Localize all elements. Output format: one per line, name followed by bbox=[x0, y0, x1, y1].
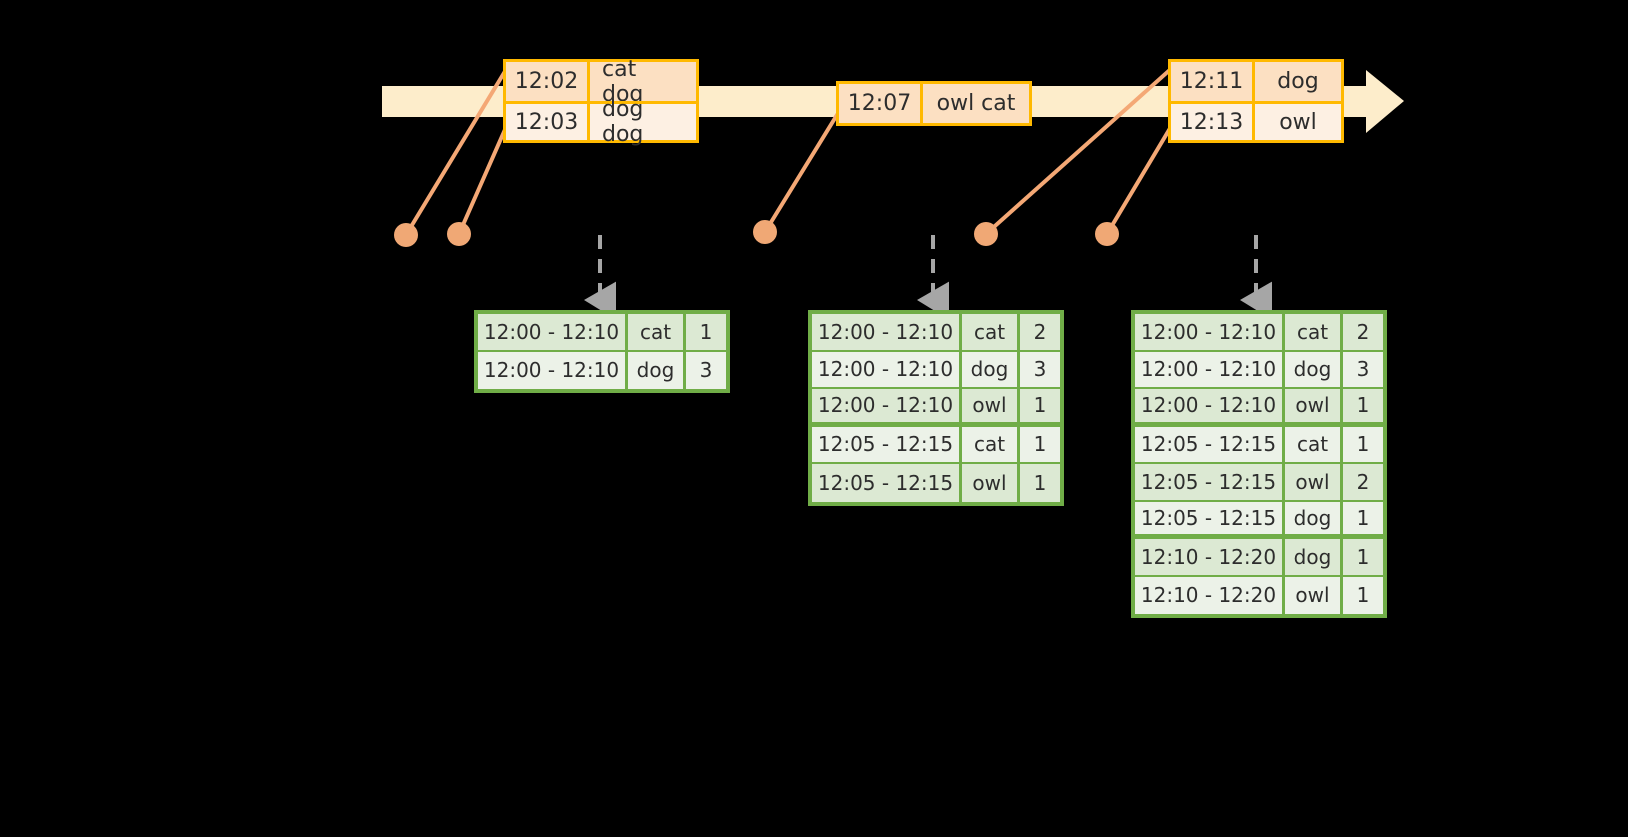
event-marker-5 bbox=[1095, 222, 1119, 246]
cell-key: owl bbox=[1285, 464, 1343, 502]
event-marker-4 bbox=[974, 222, 998, 246]
event-words: owl bbox=[1255, 104, 1341, 140]
cell-window: 12:05 - 12:15 bbox=[812, 426, 962, 464]
event-time: 12:03 bbox=[506, 104, 590, 140]
cell-count: 2 bbox=[1343, 314, 1383, 352]
cell-key: owl bbox=[962, 464, 1020, 502]
connector-2 bbox=[457, 123, 509, 236]
cell-window: 12:00 - 12:10 bbox=[478, 351, 628, 389]
event-words: owl cat bbox=[923, 84, 1029, 123]
event-time: 12:13 bbox=[1171, 104, 1255, 140]
cell-count: 2 bbox=[1020, 314, 1060, 352]
dashed-arrows bbox=[584, 235, 1272, 320]
cell-count: 3 bbox=[686, 351, 726, 389]
event-time: 12:02 bbox=[506, 62, 590, 101]
cell-key: cat bbox=[962, 314, 1020, 352]
event-words: dog dog bbox=[590, 97, 696, 147]
event-row: 12:03 dog dog bbox=[506, 97, 696, 147]
cell-count: 3 bbox=[1343, 351, 1383, 389]
cell-window: 12:10 - 12:20 bbox=[1135, 539, 1285, 577]
cell-key: dog bbox=[962, 351, 1020, 389]
cell-count: 1 bbox=[1343, 576, 1383, 614]
cell-count: 1 bbox=[1020, 464, 1060, 502]
cell-count: 1 bbox=[1020, 426, 1060, 464]
cell-key: owl bbox=[1285, 576, 1343, 614]
event-marker-3 bbox=[753, 220, 777, 244]
connector-1 bbox=[404, 66, 509, 237]
event-group-1: 12:02 cat dog 12:03 dog dog bbox=[503, 57, 699, 147]
cell-window: 12:00 - 12:10 bbox=[1135, 314, 1285, 352]
event-row: 12:02 cat dog bbox=[506, 57, 696, 107]
event-row: 12:11 dog bbox=[1171, 62, 1341, 101]
event-marker-1 bbox=[394, 223, 418, 247]
cell-key: owl bbox=[1285, 389, 1343, 427]
cell-count: 1 bbox=[1343, 539, 1383, 577]
event-words: cat dog bbox=[590, 57, 696, 107]
cell-window: 12:00 - 12:10 bbox=[478, 314, 628, 352]
event-time: 12:07 bbox=[839, 84, 923, 123]
cell-count: 1 bbox=[1343, 389, 1383, 427]
event-row: 12:13 owl bbox=[1171, 101, 1341, 140]
cell-window: 12:00 - 12:10 bbox=[812, 314, 962, 352]
cell-window: 12:05 - 12:15 bbox=[1135, 464, 1285, 502]
cell-key: dog bbox=[1285, 501, 1343, 539]
cell-key: dog bbox=[1285, 539, 1343, 577]
event-row: 12:07 owl cat bbox=[839, 84, 1029, 123]
cell-window: 12:00 - 12:10 bbox=[812, 351, 962, 389]
cell-window: 12:00 - 12:10 bbox=[1135, 389, 1285, 427]
cell-window: 12:00 - 12:10 bbox=[1135, 351, 1285, 389]
cell-count: 3 bbox=[1020, 351, 1060, 389]
cell-count: 1 bbox=[686, 314, 726, 352]
event-group-3: 12:11 dog 12:13 owl bbox=[1168, 59, 1344, 143]
connector-3 bbox=[763, 108, 842, 234]
cell-window: 12:05 - 12:15 bbox=[1135, 426, 1285, 464]
cell-count: 1 bbox=[1343, 501, 1383, 539]
cell-count: 2 bbox=[1343, 464, 1383, 502]
cell-key: cat bbox=[1285, 426, 1343, 464]
connector-5 bbox=[1105, 123, 1174, 236]
event-group-2: 12:07 owl cat bbox=[836, 81, 1032, 126]
cell-key: dog bbox=[1285, 351, 1343, 389]
cell-count: 1 bbox=[1343, 426, 1383, 464]
cell-key: dog bbox=[628, 351, 686, 389]
cell-window: 12:05 - 12:15 bbox=[812, 464, 962, 502]
event-markers bbox=[394, 220, 1119, 247]
cell-key: cat bbox=[962, 426, 1020, 464]
cell-key: cat bbox=[1285, 314, 1343, 352]
cell-window: 12:05 - 12:15 bbox=[1135, 501, 1285, 539]
cell-window: 12:00 - 12:10 bbox=[812, 389, 962, 427]
cell-count: 1 bbox=[1020, 389, 1060, 427]
event-time: 12:11 bbox=[1171, 62, 1255, 101]
cell-key: owl bbox=[962, 389, 1020, 427]
cell-window: 12:10 - 12:20 bbox=[1135, 576, 1285, 614]
cell-key: cat bbox=[628, 314, 686, 352]
event-words: dog bbox=[1255, 62, 1341, 101]
event-marker-2 bbox=[447, 222, 471, 246]
